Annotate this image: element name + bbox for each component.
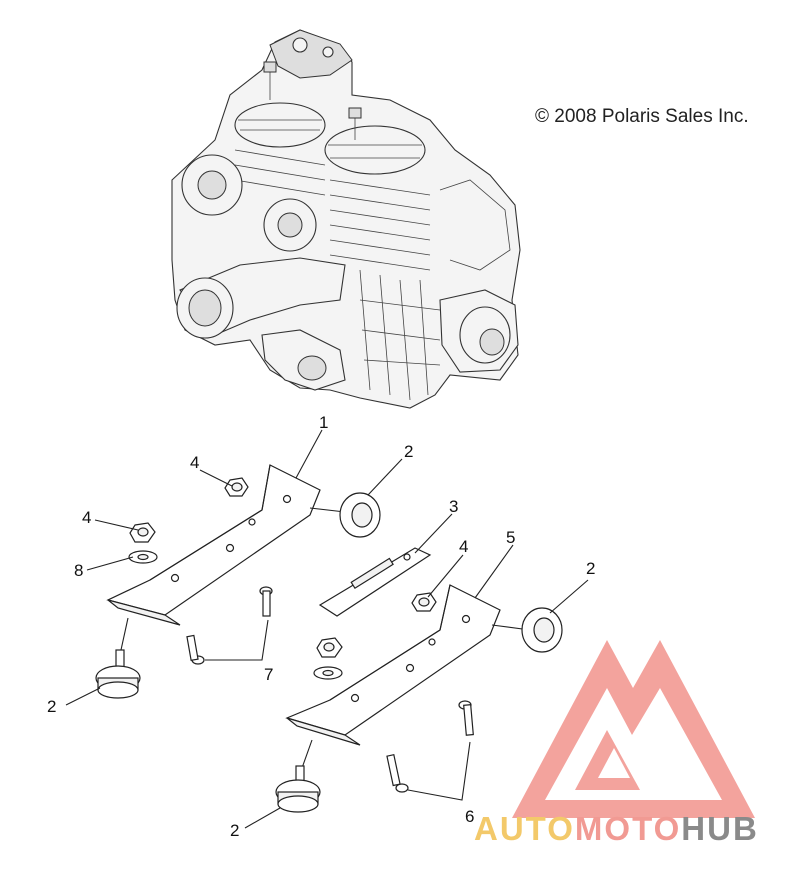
callout-4-left: 4 — [82, 508, 91, 527]
watermark-auto: AUTO — [474, 810, 575, 847]
bolts-6 — [386, 700, 474, 801]
callout-7: 7 — [264, 665, 273, 684]
watermark-text: AUTOMOTOHUB — [474, 810, 759, 848]
callout-2-lower-left: 2 — [47, 697, 56, 716]
callout-2-lower: 2 — [230, 821, 239, 840]
watermark-moto: MOTO — [574, 810, 682, 847]
watermark-hub: HUB — [681, 810, 759, 847]
washer-lower — [313, 666, 343, 680]
leader-lines — [65, 429, 589, 829]
engine-mount-bracket-1 — [106, 464, 321, 626]
isolator-upper-right — [491, 607, 563, 653]
callout-5: 5 — [506, 528, 515, 547]
callout-labels: 1 2 4 4 8 3 4 5 2 7 2 6 2 — [47, 413, 595, 840]
callout-2-upper: 2 — [404, 442, 413, 461]
washer-8 — [128, 550, 158, 564]
callout-4-right: 4 — [459, 537, 468, 556]
nut-4b — [129, 522, 156, 543]
engine-mount-bracket-5 — [285, 584, 501, 746]
callout-3: 3 — [449, 497, 458, 516]
isolator-lower-left — [95, 617, 141, 699]
nut-lower — [316, 637, 343, 658]
automotohub-logo — [512, 640, 755, 818]
nut-4a — [224, 477, 249, 497]
engine-assembly — [171, 29, 521, 409]
callout-2-right: 2 — [586, 559, 595, 578]
nut-4c — [411, 592, 437, 612]
mount-plate-3 — [318, 547, 432, 617]
copyright-notice: © 2008 Polaris Sales Inc. — [535, 106, 749, 127]
isolator-lower-right — [275, 739, 321, 813]
isolator-upper-left — [309, 492, 381, 538]
callout-4-upper: 4 — [190, 453, 199, 472]
callout-8: 8 — [74, 561, 83, 580]
callout-1: 1 — [319, 413, 328, 432]
callout-6: 6 — [465, 807, 474, 826]
bolts-7 — [186, 586, 273, 665]
